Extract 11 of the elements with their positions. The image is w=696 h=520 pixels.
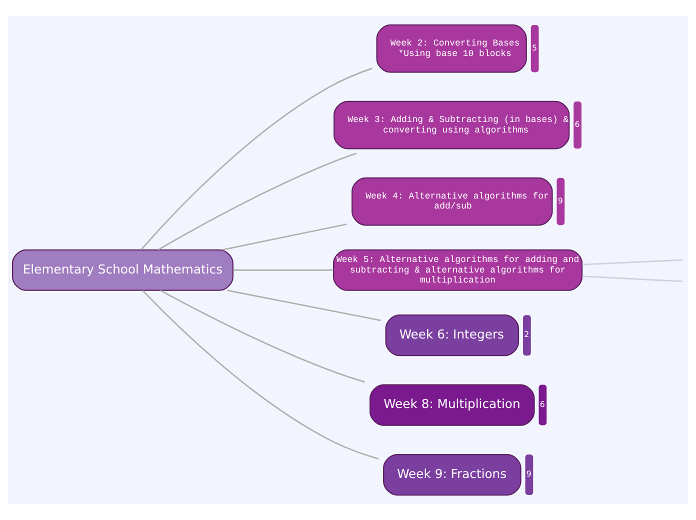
connector	[227, 290, 381, 322]
connector	[142, 290, 379, 460]
connector	[160, 290, 365, 383]
connector	[233, 269, 334, 271]
node-box: Week 5: Alternative algorithms for adding and subtracting & alternative algorithms for multiplication	[332, 249, 583, 291]
connector	[222, 223, 347, 251]
connector	[140, 68, 372, 250]
connector	[582, 259, 683, 266]
node-box: Elementary School Mathematics	[12, 249, 234, 291]
connector	[582, 276, 683, 282]
connector	[158, 152, 357, 250]
